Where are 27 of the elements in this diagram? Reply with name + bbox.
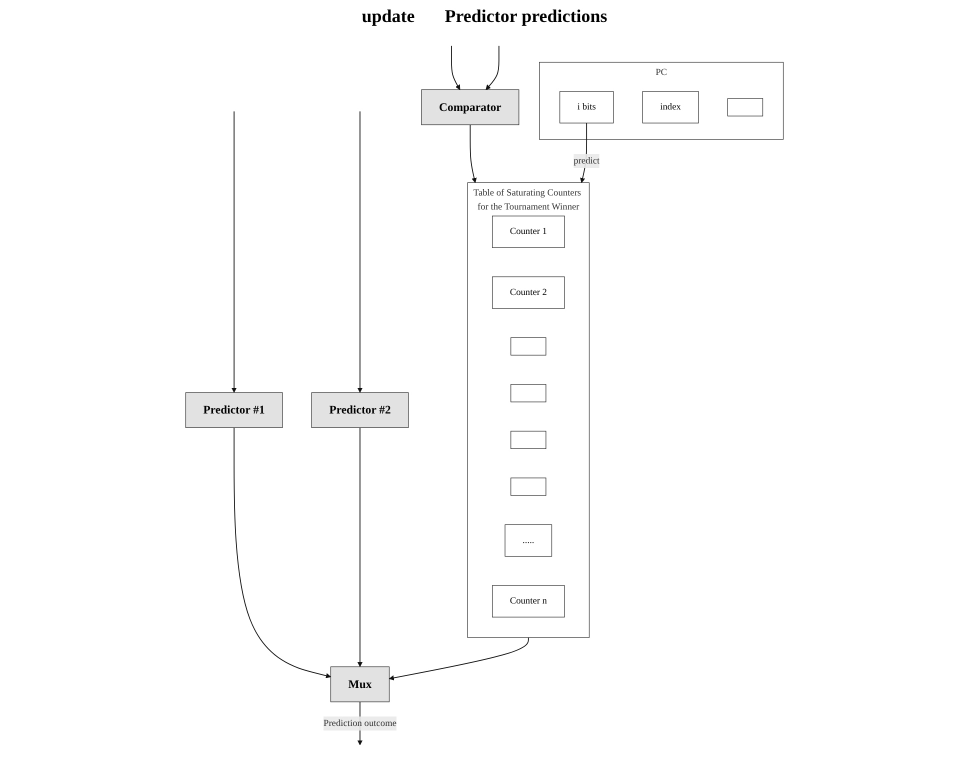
arrow xyxy=(357,110,363,393)
node-box xyxy=(510,430,546,449)
node-box xyxy=(727,98,764,116)
node-box: Predictor #2 xyxy=(311,392,409,428)
node-box xyxy=(510,337,546,356)
node-box: i bits xyxy=(560,91,614,124)
node-box: Counter 1 xyxy=(492,216,565,248)
arrow xyxy=(357,427,363,668)
arrow xyxy=(470,124,477,183)
edge-label: Prediction outcome xyxy=(323,718,396,728)
bus-label: Predictor predictions xyxy=(444,6,608,27)
node-box xyxy=(510,478,546,496)
node-box: Counter 2 xyxy=(492,276,565,309)
arrow xyxy=(232,110,237,393)
node-box: ..... xyxy=(504,524,552,557)
arrow xyxy=(451,45,460,90)
node-box: Predictor #1 xyxy=(185,392,283,428)
arrow xyxy=(486,45,500,90)
node-box: Counter n xyxy=(492,585,565,618)
edge-label: predict xyxy=(574,156,600,166)
bus-label: update xyxy=(362,6,415,27)
arrow xyxy=(389,637,529,680)
node-box: Mux xyxy=(330,666,390,702)
node-box: Comparator xyxy=(421,89,520,126)
node-box: index xyxy=(642,91,699,124)
arrow xyxy=(234,427,331,678)
node-box xyxy=(510,384,546,402)
